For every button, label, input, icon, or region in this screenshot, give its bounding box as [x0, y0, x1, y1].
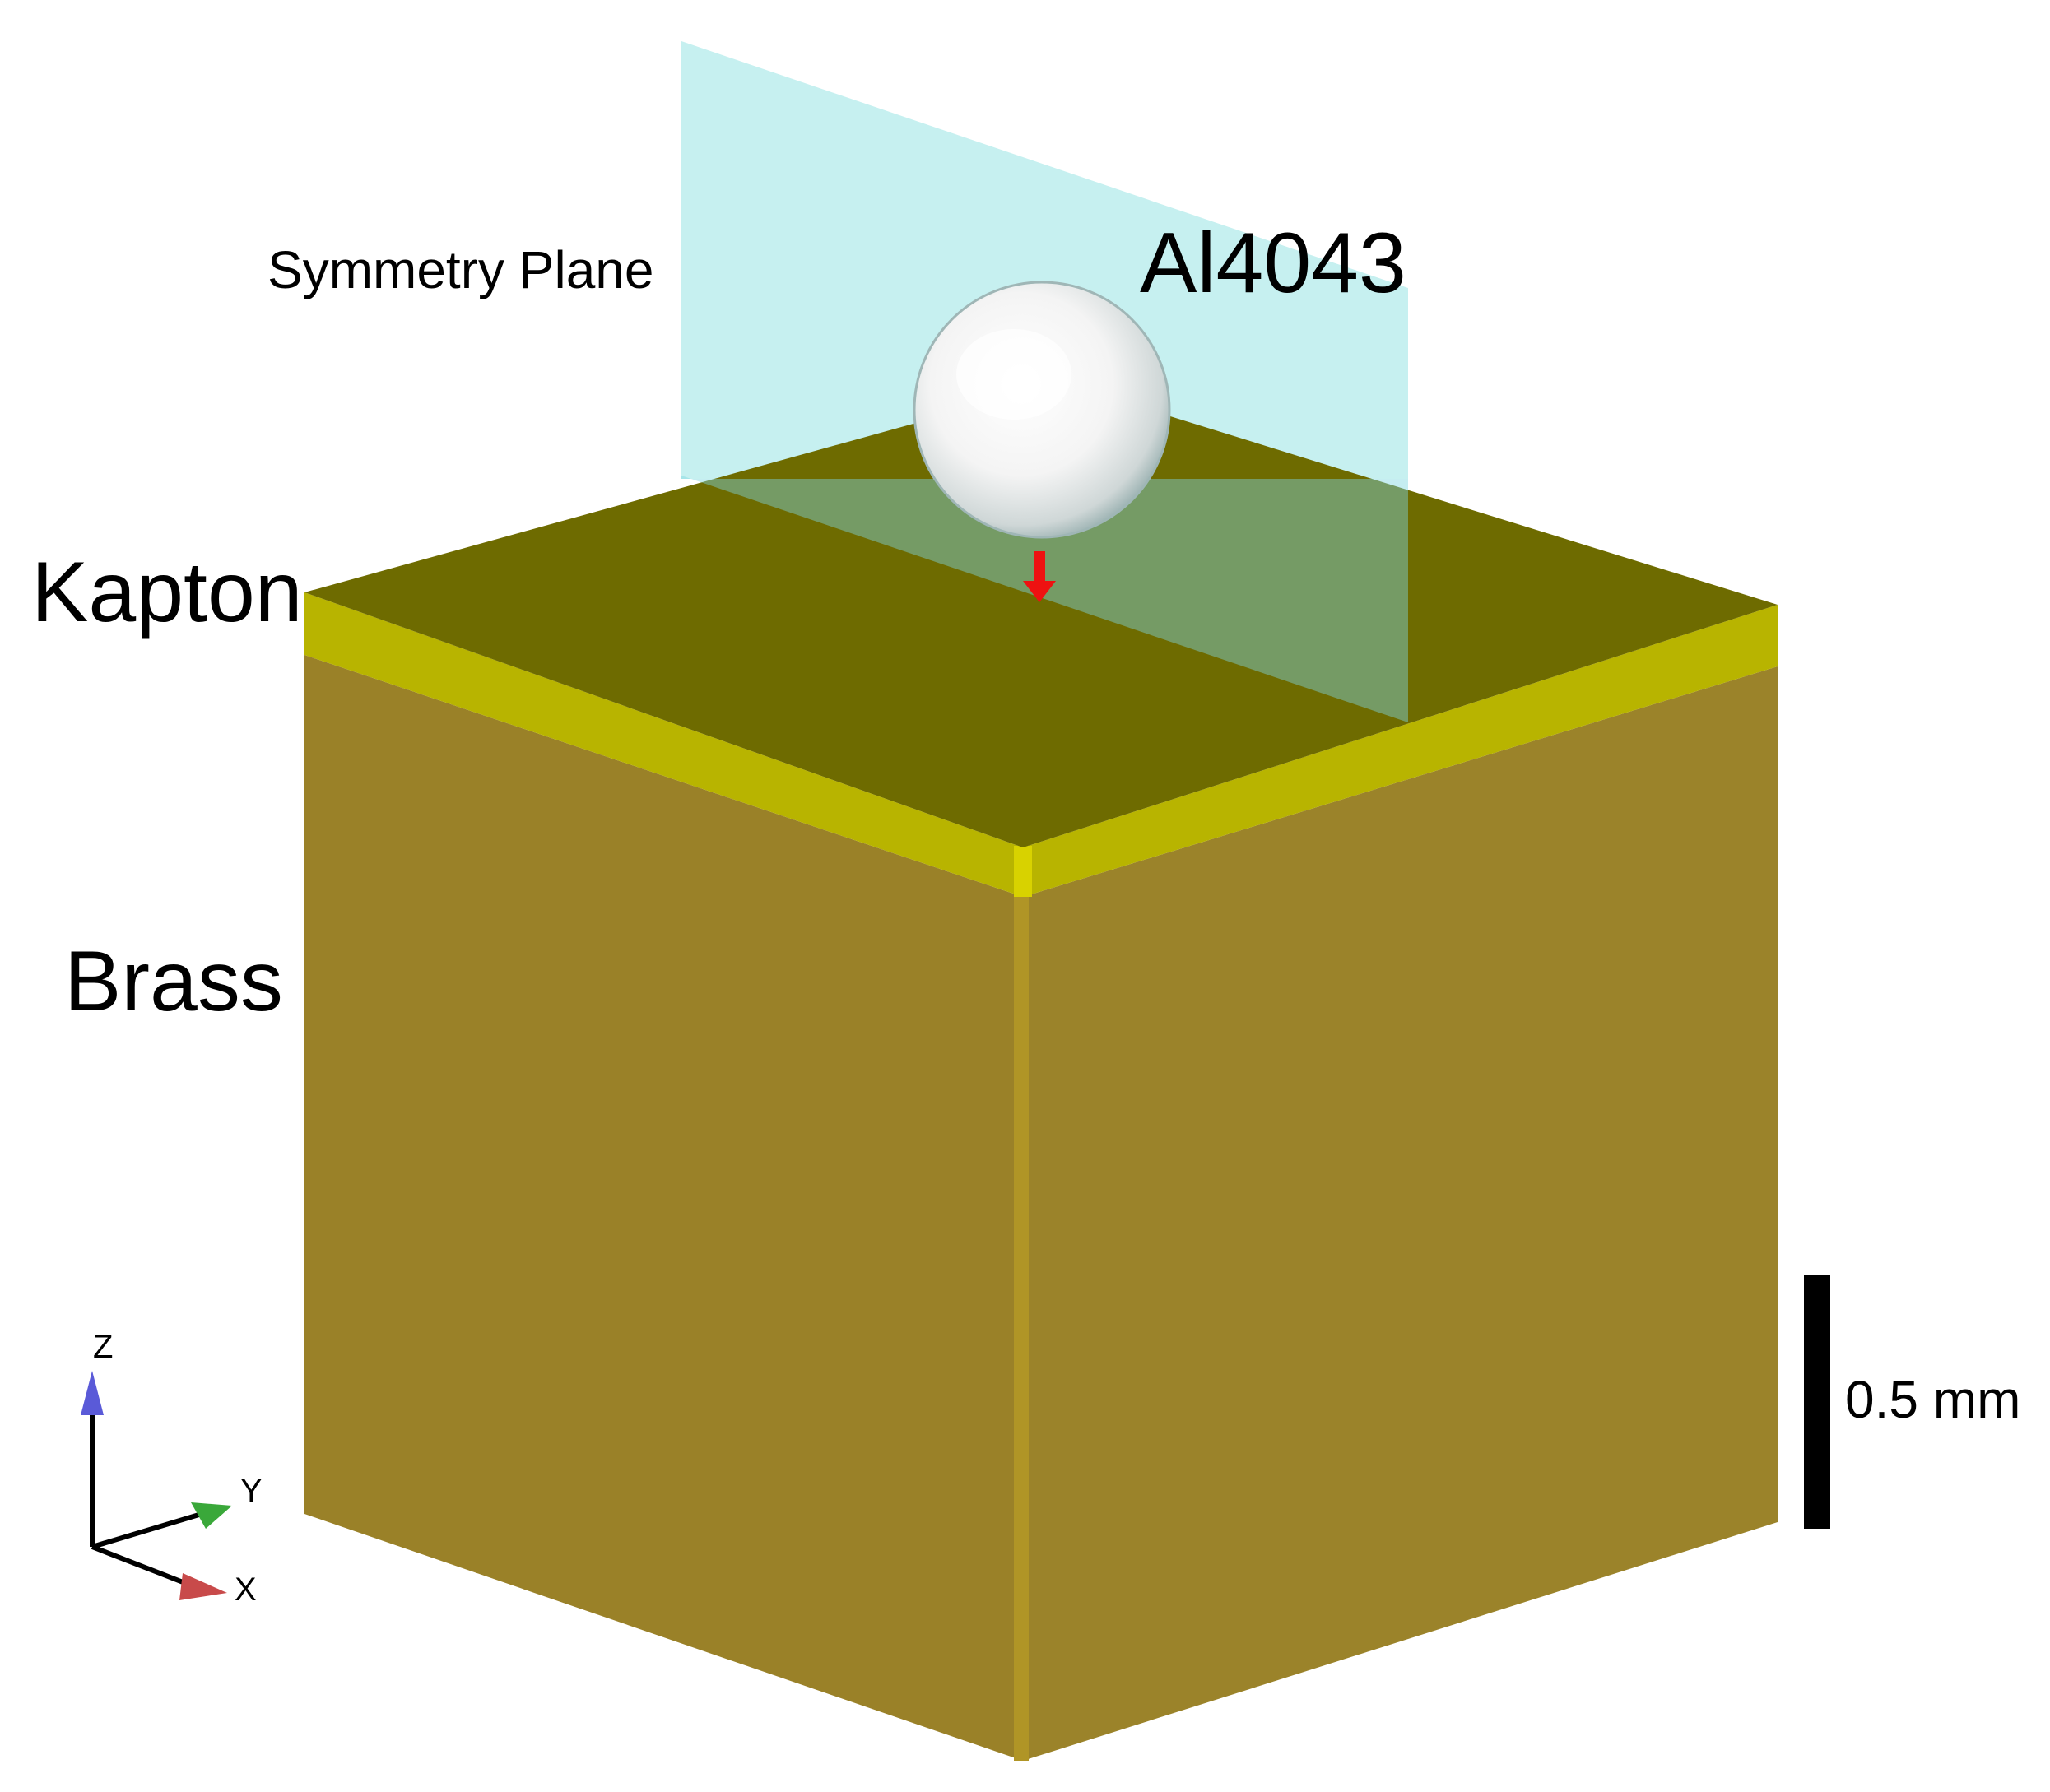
- symmetry-plane-upper: [681, 41, 1408, 479]
- z-axis-arrow: [81, 1371, 104, 1415]
- symmetry-plane-lower: [681, 476, 1408, 722]
- kapton-label: Kapton: [31, 545, 303, 640]
- particle-label: Al4043: [1140, 216, 1406, 311]
- brass-right-face: [1023, 666, 1778, 1761]
- impact-direction-arrow: [1023, 551, 1056, 602]
- z-axis-label: Z: [93, 1329, 113, 1365]
- y-axis-arrow: [191, 1502, 232, 1529]
- axes-triad: [81, 1371, 232, 1600]
- al4043-particle: [913, 281, 1171, 539]
- scale-bar: [1804, 1275, 1830, 1529]
- symmetry-plane-label: Symmetry Plane: [267, 240, 653, 299]
- brass-label: Brass: [64, 934, 283, 1029]
- kapton-corner-highlight: [1014, 846, 1032, 897]
- kapton-top-face: [304, 383, 1778, 847]
- y-axis-label: Y: [240, 1473, 263, 1509]
- x-axis-arrow: [179, 1573, 227, 1600]
- scale-bar-label: 0.5 mm: [1845, 1370, 2020, 1429]
- kapton-right-edge: [1023, 605, 1778, 897]
- x-axis-label: X: [235, 1571, 257, 1608]
- kapton-left-edge: [304, 592, 1023, 897]
- brass-front-edge: [1014, 895, 1029, 1761]
- brass-front-face: [304, 655, 1023, 1761]
